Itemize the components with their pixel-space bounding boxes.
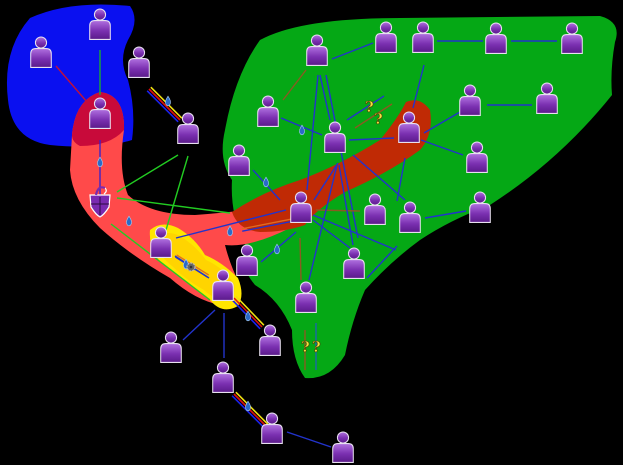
question-mark-icon: ? xyxy=(312,338,321,356)
person-icon[interactable] xyxy=(261,412,283,444)
connection-line xyxy=(306,74,319,191)
question-mark-icon: ? xyxy=(374,110,383,128)
connection-line xyxy=(423,111,461,134)
dual-link-line xyxy=(241,218,293,230)
connection-line xyxy=(348,137,395,141)
connection-line xyxy=(116,154,179,193)
connection-line xyxy=(354,103,393,129)
strong-link-line xyxy=(146,90,179,123)
question-marks-layer: ???? xyxy=(301,98,384,357)
connection-line xyxy=(299,237,302,281)
strong-link-line xyxy=(235,391,269,425)
person-icon[interactable] xyxy=(259,324,281,356)
person-icon[interactable] xyxy=(332,431,354,463)
green-region xyxy=(222,16,617,379)
connection-line xyxy=(282,69,307,101)
person-icon[interactable] xyxy=(160,331,182,363)
question-mark-icon: ? xyxy=(301,338,310,356)
droplet-icon xyxy=(245,310,251,322)
connection-line xyxy=(352,154,406,201)
droplet-icon xyxy=(165,95,171,107)
strong-link-line xyxy=(148,88,181,121)
connection-line xyxy=(338,164,354,246)
connection-line xyxy=(396,157,406,202)
connection-line xyxy=(286,431,332,448)
question-mark-icon: ? xyxy=(365,98,374,116)
edges-layer xyxy=(55,40,557,448)
strong-link-line xyxy=(231,395,265,429)
shield-icon[interactable] xyxy=(89,186,111,218)
connection-line xyxy=(420,139,464,156)
connection-line xyxy=(312,219,351,249)
connection-line xyxy=(175,209,287,239)
connection-line xyxy=(55,65,88,103)
connection-line xyxy=(315,209,361,212)
connection-line xyxy=(424,210,467,219)
dual-link-line xyxy=(242,220,294,232)
connection-line xyxy=(165,155,189,231)
person-icon[interactable] xyxy=(128,46,150,78)
strong-link-line xyxy=(233,393,267,427)
connection-line xyxy=(331,42,374,60)
connection-line xyxy=(182,309,216,341)
person-icon[interactable] xyxy=(212,361,234,393)
connection-line xyxy=(319,74,331,121)
connection-line xyxy=(412,64,425,109)
connection-line xyxy=(366,245,398,279)
strong-link-line xyxy=(235,295,265,326)
gear-icon xyxy=(186,262,196,272)
regions-layer xyxy=(6,4,617,379)
connection-line xyxy=(312,214,397,251)
connection-line xyxy=(313,162,339,201)
connection-line xyxy=(308,164,338,281)
connection-line xyxy=(346,95,385,121)
dark-red-path xyxy=(232,100,431,232)
connection-line xyxy=(110,223,211,301)
